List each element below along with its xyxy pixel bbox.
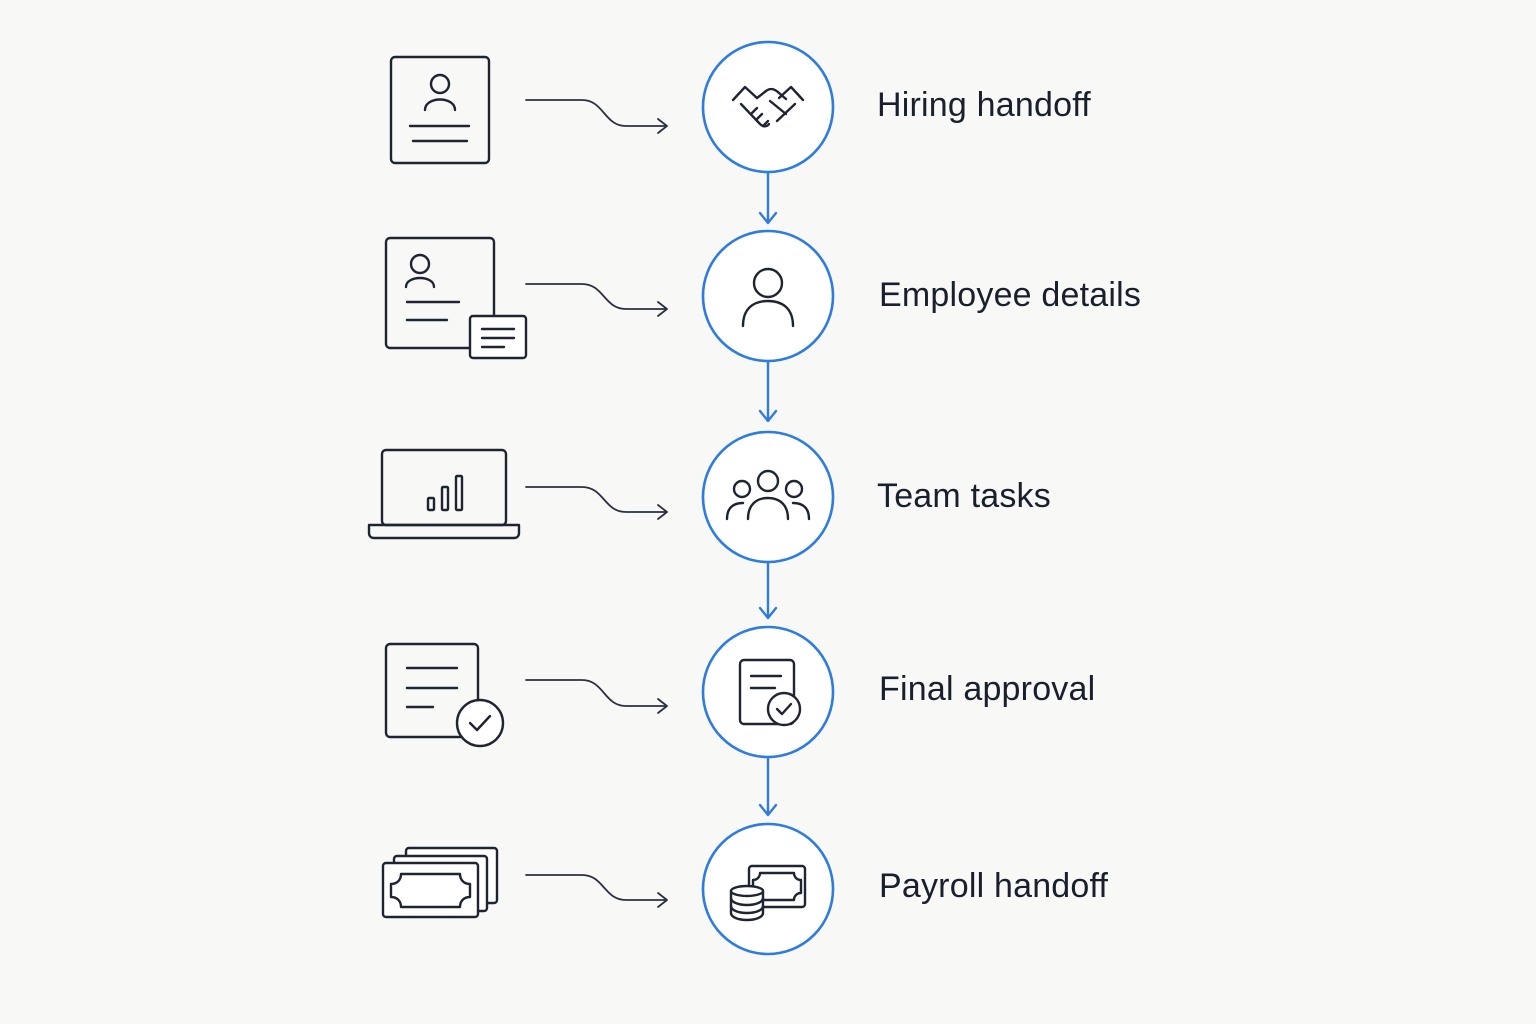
flow-arrow-3: [525, 486, 668, 520]
step-label-final-approval: Final approval: [879, 670, 1096, 708]
team-group-icon: [725, 469, 811, 521]
handshake-icon: [731, 85, 805, 128]
step-label-employee-details: Employee details: [879, 276, 1142, 314]
banknote-stack-icon: [381, 846, 499, 919]
cash-coins-icon: [729, 864, 807, 922]
vertical-connector-1: [758, 170, 778, 225]
flow-arrow-1: [525, 99, 668, 134]
step-node-hiring-handoff: [701, 40, 835, 174]
document-check-icon: [384, 642, 505, 748]
vertical-connector-4: [758, 756, 778, 817]
flow-arrow-5: [525, 874, 668, 908]
flow-arrow-2: [525, 283, 668, 317]
step-node-team-tasks: [701, 430, 835, 564]
flow-arrow-4: [525, 679, 668, 714]
step-node-final-approval: [701, 625, 835, 759]
person-icon: [741, 267, 795, 328]
step-node-employee-details: [701, 229, 835, 363]
step-label-hiring-handoff: Hiring handoff: [877, 86, 1091, 124]
step-label-payroll-handoff: Payroll handoff: [879, 867, 1109, 905]
document-approved-icon: [738, 658, 802, 727]
resume-profile-icon: [389, 55, 491, 165]
vertical-connector-3: [758, 560, 778, 620]
laptop-bar-chart-icon: [367, 448, 521, 540]
step-label-team-tasks: Team tasks: [877, 477, 1051, 515]
step-node-payroll-handoff: [701, 822, 835, 956]
profile-card-with-id-icon: [384, 236, 528, 360]
vertical-connector-2: [758, 360, 778, 423]
